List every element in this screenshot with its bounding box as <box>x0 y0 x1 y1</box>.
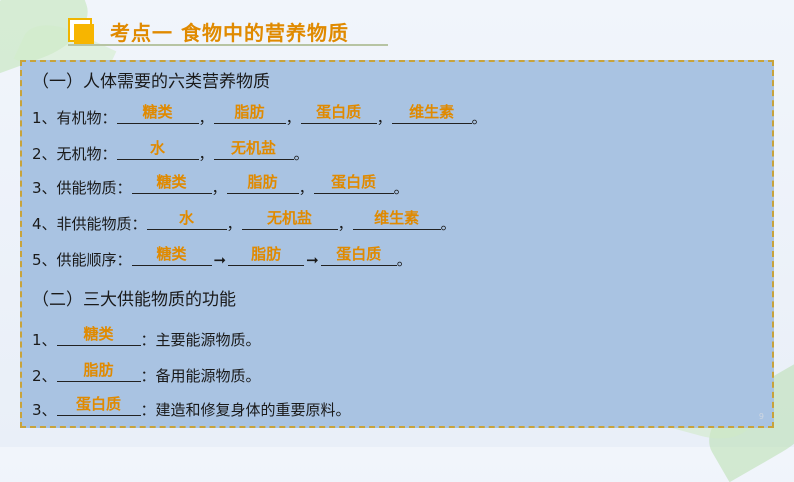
answer-blank: 蛋白质 <box>320 244 397 266</box>
comma: ， <box>198 109 214 127</box>
row-label: 5、供能顺序： <box>32 251 132 269</box>
period: 。 <box>293 145 309 163</box>
comma: ， <box>285 109 301 127</box>
answer-blank: 维生素 <box>391 102 472 124</box>
row-label: 1、有机物： <box>32 109 117 127</box>
answer-blank: 糖类 <box>116 102 199 124</box>
list-item: 4、非供能物质：水，无机盐，维生素。 <box>32 209 456 236</box>
answer-blank: 无机盐 <box>241 208 338 230</box>
list-item: 5、供能顺序：糖类➞脂肪➞蛋白质。 <box>32 245 412 272</box>
row-number: 3、 <box>32 401 57 419</box>
answer-blank: 水 <box>116 138 199 160</box>
period: 。 <box>440 215 456 233</box>
page-title: 考点一 食物中的营养物质 <box>110 21 349 45</box>
row-number: 2、 <box>32 367 57 385</box>
title-underline <box>68 44 388 46</box>
list-item: 2、脂肪：备用能源物质。 <box>32 361 261 388</box>
comma: ， <box>376 109 392 127</box>
list-item: 3、供能物质：糖类，脂肪，蛋白质。 <box>32 173 409 200</box>
list-item: 1、糖类：主要能源物质。 <box>32 325 261 352</box>
row-description: ：主要能源物质。 <box>140 331 261 349</box>
section2-heading: （二）三大供能物质的功能 <box>32 290 236 310</box>
section1-heading: （一）人体需要的六类营养物质 <box>32 72 270 92</box>
row-description: ：建造和修复身体的重要原料。 <box>140 401 351 419</box>
period: 。 <box>393 179 409 197</box>
answer-blank: 糖类 <box>56 324 141 346</box>
page-number: 9 <box>758 412 764 421</box>
answer-blank: 蛋白质 <box>313 172 394 194</box>
answer-blank: 脂肪 <box>226 172 299 194</box>
answer-blank: 脂肪 <box>228 244 305 266</box>
answer-blank: 维生素 <box>352 208 441 230</box>
list-item: 2、无机物：水，无机盐。 <box>32 139 309 166</box>
comma: ， <box>337 215 353 233</box>
answer-blank: 脂肪 <box>56 360 141 382</box>
answer-blank: 蛋白质 <box>300 102 377 124</box>
answer-blank: 无机盐 <box>213 138 294 160</box>
comma: ， <box>298 179 314 197</box>
list-item: 1、有机物：糖类，脂肪，蛋白质，维生素。 <box>32 103 487 130</box>
answer-blank: 糖类 <box>131 172 212 194</box>
comma: ， <box>226 215 242 233</box>
arrow-right-icon: ➞ <box>213 251 227 269</box>
row-label: 3、供能物质： <box>32 179 132 197</box>
row-label: 4、非供能物质： <box>32 215 147 233</box>
period: 。 <box>471 109 487 127</box>
row-label: 2、无机物： <box>32 145 117 163</box>
arrow-right-icon: ➞ <box>306 251 319 269</box>
answer-blank: 水 <box>146 208 227 230</box>
comma: ， <box>198 145 214 163</box>
content-panel: （一）人体需要的六类营养物质 1、有机物：糖类，脂肪，蛋白质，维生素。 2、无机… <box>20 60 774 428</box>
row-description: ：备用能源物质。 <box>140 367 261 385</box>
answer-blank: 蛋白质 <box>56 394 141 416</box>
row-number: 1、 <box>32 331 57 349</box>
title-bar: 考点一 食物中的营养物质 <box>68 14 388 48</box>
title-square-fill-icon <box>74 24 94 44</box>
comma: ， <box>211 179 227 197</box>
answer-blank: 糖类 <box>131 244 212 266</box>
period: 。 <box>396 251 412 269</box>
list-item: 3、蛋白质：建造和修复身体的重要原料。 <box>32 395 351 422</box>
answer-blank: 脂肪 <box>213 102 286 124</box>
